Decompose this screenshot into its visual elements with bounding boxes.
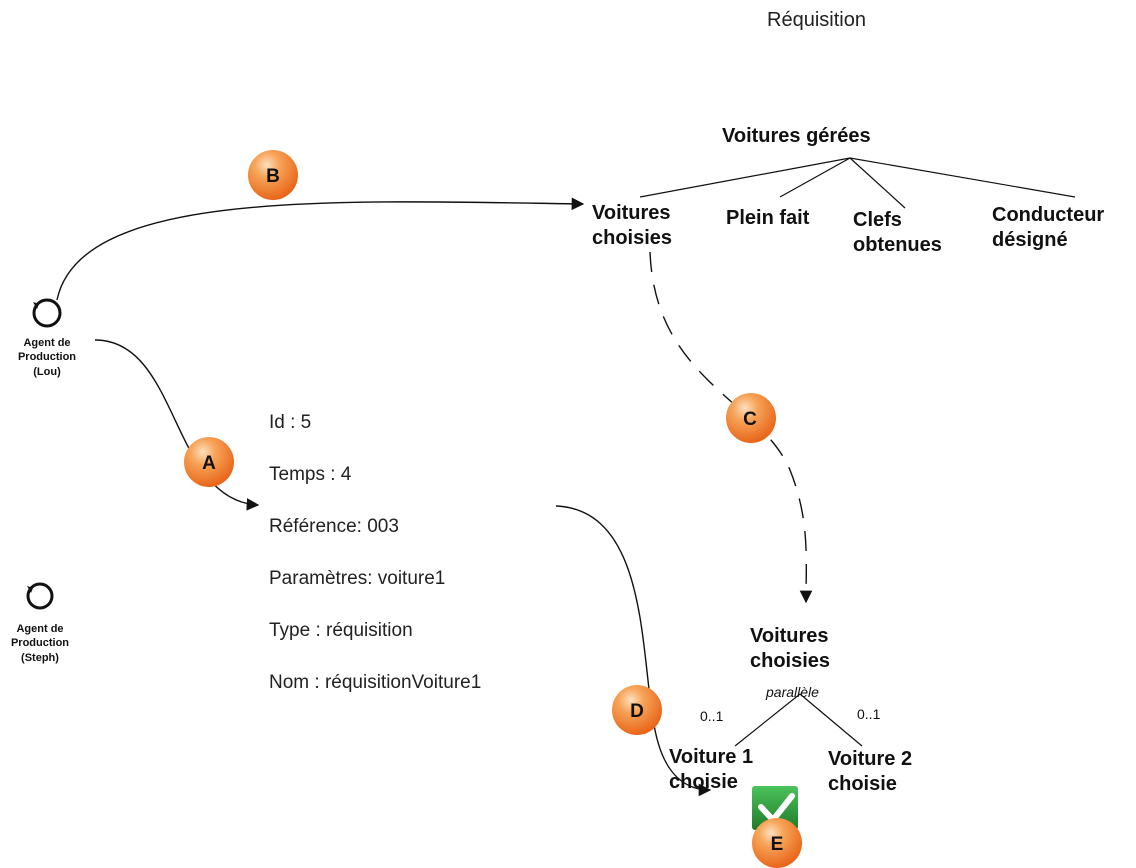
tree-top-child-voitures-choisies[interactable]: Voitures choisies xyxy=(592,202,673,249)
page-title: Réquisition xyxy=(767,9,866,31)
info-line-nom: Nom : réquisitionVoiture1 xyxy=(269,672,482,693)
svg-text:E: E xyxy=(771,834,784,855)
tree-bottom-child-voiture-2[interactable]: Voiture 2 choisie xyxy=(828,748,913,795)
arrow-c xyxy=(649,251,813,604)
svg-text:D: D xyxy=(630,701,644,722)
info-line-type: Type : réquisition xyxy=(269,620,413,641)
svg-text:A: A xyxy=(202,453,216,474)
agent-lou-label: Agent de Production (Lou) xyxy=(17,337,77,378)
marker-a: A xyxy=(184,437,234,487)
info-line-reference: Référence: 003 xyxy=(269,516,399,537)
marker-b: B xyxy=(248,150,298,200)
info-line-parametres: Paramètres: voiture1 xyxy=(269,568,446,589)
marker-d: D xyxy=(612,685,662,735)
tree-top-root[interactable]: Voitures gérées xyxy=(722,125,871,147)
svg-text:B: B xyxy=(266,166,280,187)
tree-top-child-plein-fait[interactable]: Plein fait xyxy=(726,207,810,229)
tree-top-child-conducteur-designe[interactable]: Conducteur désigné xyxy=(992,204,1105,251)
agent-steph-label: Agent de Production (Steph) xyxy=(10,623,70,664)
task-info-box[interactable]: Id : 5 Temps : 4 Référence: 003 Paramètr… xyxy=(269,384,481,722)
info-line-temps: Temps : 4 xyxy=(269,464,352,485)
tree-bottom-operator: parallèle xyxy=(766,684,819,700)
marker-c: C xyxy=(726,393,776,443)
svg-text:C: C xyxy=(743,409,757,430)
tree-top-edges xyxy=(639,157,1076,209)
multiplicity-left: 0..1 xyxy=(700,708,724,724)
arrow-b xyxy=(56,197,585,301)
info-line-id: Id : 5 xyxy=(269,412,312,433)
multiplicity-right: 0..1 xyxy=(857,706,881,722)
tree-bottom-child-voiture-1[interactable]: Voiture 1 choisie xyxy=(669,746,754,793)
tree-bottom-edges xyxy=(734,693,863,747)
tree-top-child-clefs-obtenues[interactable]: Clefs obtenues xyxy=(853,209,942,256)
tree-bottom-root[interactable]: Voitures choisies xyxy=(750,625,831,672)
arrow-a xyxy=(94,339,260,511)
marker-e: E xyxy=(752,818,802,868)
agent-steph-icon[interactable] xyxy=(26,582,54,610)
agent-lou-icon[interactable] xyxy=(32,298,62,328)
